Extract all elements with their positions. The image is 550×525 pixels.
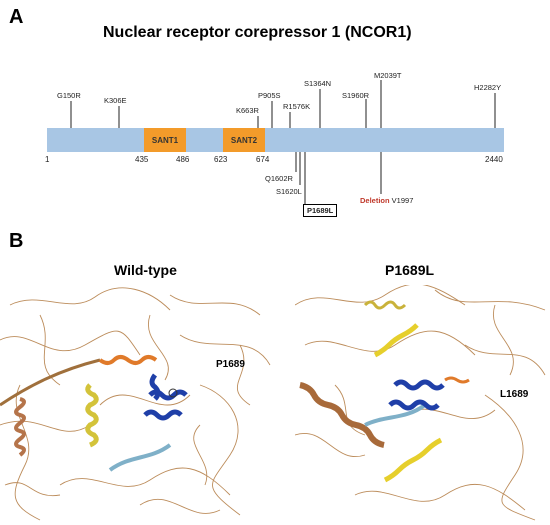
position-674: 674: [256, 155, 270, 164]
panel-b: B Wild-type P1689L: [0, 228, 550, 525]
mutation-k306e: K306E: [104, 96, 127, 105]
mutant-structure: [295, 285, 546, 521]
wildtype-yellow-helix: [85, 383, 99, 448]
mutant-residue-label: L1689: [500, 389, 529, 400]
panel-a-letter: A: [9, 6, 24, 28]
wildtype-structure: [0, 287, 271, 521]
position-1: 1: [45, 155, 50, 164]
mutation-s1960r: S1960R: [342, 91, 370, 100]
panel-b-letter: B: [9, 230, 24, 252]
panel-a-title: Nuclear receptor corepressor 1 (NCOR1): [103, 24, 412, 41]
position-623: 623: [214, 155, 228, 164]
sant1-domain: SANT1: [144, 128, 186, 152]
mutation-deletion-v1997: Deletion V1997: [360, 196, 413, 205]
wildtype-title: Wild-type: [114, 262, 177, 278]
wildtype-trunk: [0, 358, 101, 407]
wildtype-orange-helix: [98, 355, 158, 365]
mutation-g150r: G150R: [57, 91, 81, 100]
mutant-yellow-helices: [373, 323, 443, 483]
mutant-title: P1689L: [385, 262, 435, 278]
mutation-m2039t: M2039T: [374, 71, 402, 80]
mutation-s1620l: S1620L: [276, 187, 302, 196]
wildtype-residue-label: P1689: [216, 359, 245, 370]
mutant-orange-segment: [444, 376, 470, 384]
mutant-blue-core: [388, 379, 445, 411]
sant2-domain: SANT2: [223, 128, 265, 152]
mutation-h2282y: H2282Y: [474, 83, 502, 92]
mutant-cyan-strand: [364, 403, 427, 427]
position-435: 435: [135, 155, 149, 164]
mutation-p1689l: P1689L: [303, 204, 338, 217]
wildtype-p1689-marker: [168, 388, 178, 398]
protein-bar: [47, 128, 504, 152]
position-2440: 2440: [485, 155, 503, 164]
wildtype-blue-core: [143, 373, 188, 421]
mutation-p905s: P905S: [258, 91, 281, 100]
panel-a: A Nuclear receptor corepressor 1 (NCOR1)…: [0, 0, 550, 225]
mutant-brown-helix: [299, 382, 385, 448]
mutation-r1576k: R1576K: [283, 102, 311, 111]
deletion-word: Deletion: [360, 196, 390, 205]
mutation-q1602r: Q1602R: [265, 174, 293, 183]
wildtype-coils: [0, 287, 271, 521]
position-486: 486: [176, 155, 190, 164]
mutation-lines: [70, 80, 496, 204]
mutation-s1364n: S1364N: [304, 79, 332, 88]
wildtype-left-helix: [14, 397, 26, 457]
deletion-residue: V1997: [389, 196, 414, 205]
wildtype-cyan-strand: [108, 443, 172, 472]
mutant-top-helix: [363, 300, 407, 310]
mutant-coils: [295, 285, 546, 521]
mutation-k663r: K663R: [236, 106, 259, 115]
